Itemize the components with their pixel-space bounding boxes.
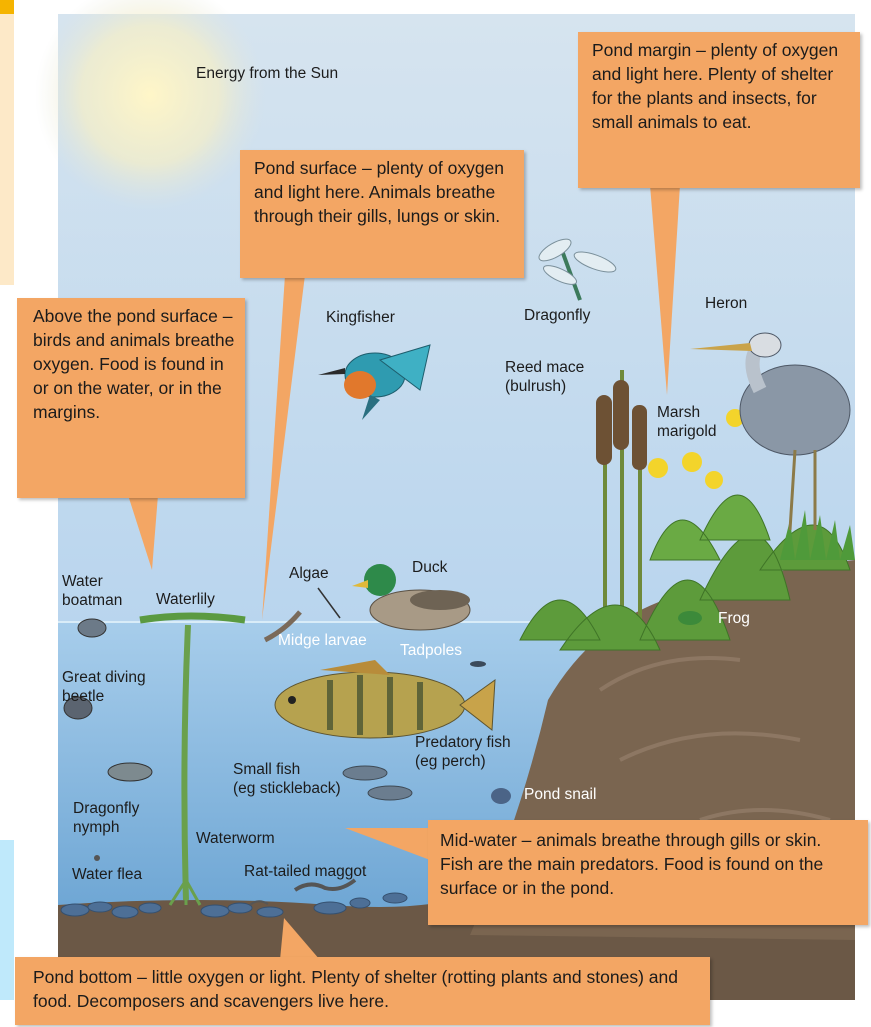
callout-pond-margin: Pond margin – plenty of oxygen and light… bbox=[578, 32, 860, 188]
label-energy-from-sun: Energy from the Sun bbox=[196, 64, 338, 83]
label-water-flea: Water flea bbox=[72, 865, 142, 884]
label-waterlily: Waterlily bbox=[156, 590, 215, 609]
frog-illustration bbox=[678, 611, 702, 625]
label-frog: Frog bbox=[718, 609, 750, 628]
label-water-boatman: Water boatman bbox=[62, 572, 122, 610]
callout-above-surface-text: Above the pond surface – birds and anima… bbox=[33, 306, 234, 422]
callout-pond-bottom-text: Pond bottom – little oxygen or light. Pl… bbox=[33, 967, 678, 1011]
label-tadpoles: Tadpoles bbox=[400, 641, 462, 660]
reed-mace-plants bbox=[596, 370, 647, 640]
label-duck: Duck bbox=[412, 558, 447, 577]
label-heron: Heron bbox=[705, 294, 747, 313]
callout-mid-water-text: Mid-water – animals breathe through gill… bbox=[440, 830, 823, 898]
dragonfly-nymph-illustration bbox=[108, 763, 152, 781]
callout-pond-surface: Pond surface – plenty of oxygen and ligh… bbox=[240, 150, 524, 278]
label-predatory-fish: Predatory fish (eg perch) bbox=[415, 733, 511, 771]
label-midge-larvae: Midge larvae bbox=[278, 631, 367, 650]
callout-mid-water: Mid-water – animals breathe through gill… bbox=[428, 820, 868, 925]
label-marsh-marigold: Marsh marigold bbox=[657, 403, 716, 441]
pond-snail-illustration bbox=[491, 788, 511, 804]
callout-pond-margin-text: Pond margin – plenty of oxygen and light… bbox=[592, 40, 838, 132]
tadpole-illustration bbox=[470, 661, 486, 667]
water-boatman-illustration bbox=[78, 619, 106, 637]
label-dragonfly: Dragonfly bbox=[524, 306, 590, 325]
label-pond-snail: Pond snail bbox=[524, 785, 596, 804]
label-waterworm: Waterworm bbox=[196, 829, 275, 848]
callout-above-surface: Above the pond surface – birds and anima… bbox=[17, 298, 245, 498]
water-flea-illustration bbox=[94, 855, 100, 861]
label-dragonfly-nymph: Dragonfly nymph bbox=[73, 799, 139, 837]
label-small-fish: Small fish (eg stickleback) bbox=[233, 760, 341, 798]
callout-pond-bottom: Pond bottom – little oxygen or light. Pl… bbox=[15, 957, 710, 1025]
callout-pond-surface-text: Pond surface – plenty of oxygen and ligh… bbox=[254, 158, 504, 226]
label-rat-tailed-maggot: Rat-tailed maggot bbox=[244, 862, 366, 881]
label-kingfisher: Kingfisher bbox=[326, 308, 395, 327]
label-great-diving-beetle: Great diving beetle bbox=[62, 668, 146, 706]
label-reed-mace: Reed mace (bulrush) bbox=[505, 358, 584, 396]
label-algae: Algae bbox=[289, 564, 329, 583]
